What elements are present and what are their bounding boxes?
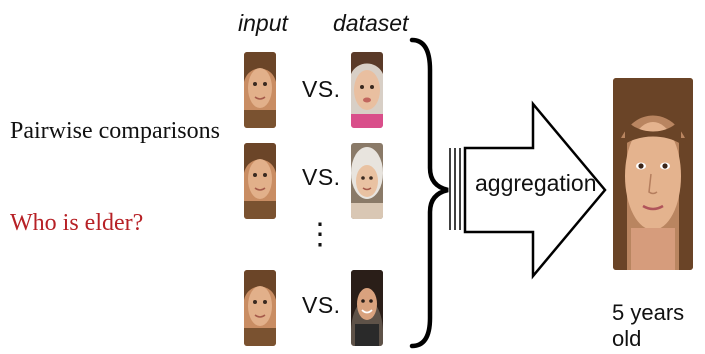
input-face-row-1 [244,52,276,128]
input-face-row-2 [244,143,276,219]
vs-label-row-3: VS. [302,292,341,318]
vs-label-row-2: VS. [302,164,341,190]
result-face-image [613,78,693,270]
right-curly-brace [409,37,449,349]
dataset-face-row-2 [351,143,383,219]
result-age-label: 5 years old [612,300,685,351]
aggregation-label: aggregation [475,170,597,196]
dataset-face-row-3 [351,270,383,346]
pairwise-comparisons-title: Pairwise comparisons [10,118,220,144]
dataset-column-label: dataset [333,10,409,36]
aggregation-arrow [463,100,607,280]
vs-label-row-1: VS. [302,76,341,102]
ellipsis-dots: ⋮ [305,218,335,251]
input-column-label: input [238,10,288,36]
arrow-tail-lines [449,148,461,230]
who-is-elder-question: Who is elder? [10,210,144,236]
dataset-face-row-1 [351,52,383,128]
input-face-row-3 [244,270,276,346]
